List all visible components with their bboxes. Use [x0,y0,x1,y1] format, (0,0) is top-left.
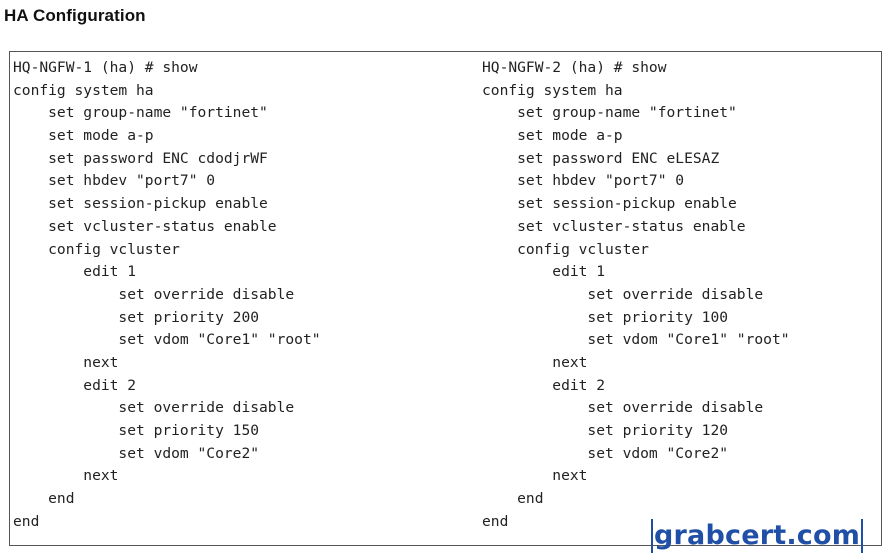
right-config-line: set override disable [482,285,764,303]
right-config-line: set group-name "fortinet" [482,104,737,122]
left-config-line: next [13,353,119,371]
left-config-line: next [13,467,119,485]
right-config-line: next [482,467,588,485]
left-config-line: set vdom "Core1" "root" [13,331,321,349]
right-config-line: HQ-NGFW-2 (ha) # show [482,59,667,76]
left-config-line: set priority 200 [13,308,260,326]
right-config-line: edit 2 [482,376,606,394]
left-config-line: set vcluster-status enable [13,217,277,235]
watermark-logo: grabcert.com [651,519,864,553]
left-config-line: set vdom "Core2" [13,444,260,462]
right-config-column: HQ-NGFW-2 (ha) # show config system ha se… [482,57,790,533]
right-config-line: set hbdev "port7" 0 [482,172,685,190]
right-config-line: set mode a-p [482,127,623,145]
config-box [9,51,882,546]
right-config-line: set vdom "Core2" [482,444,729,462]
left-config-line: config system ha [13,81,154,99]
left-config-line: set mode a-p [13,127,154,145]
left-config-line: set override disable [13,399,295,417]
left-config-line: set hbdev "port7" 0 [13,172,216,190]
left-config-line: end [13,512,40,530]
right-config-line: next [482,353,588,371]
right-config-line: edit 1 [482,263,606,281]
right-config-line: end [482,512,509,530]
left-config-line: edit 1 [13,263,137,281]
right-config-line: set priority 100 [482,308,729,326]
right-config-line: set session-pickup enable [482,195,737,213]
left-config-line: edit 2 [13,376,137,394]
right-config-line: config vcluster [482,240,649,258]
page-title: HA Configuration [4,6,146,25]
left-config-line: config vcluster [13,240,180,258]
right-config-line: set password ENC eLESAZ [482,149,720,167]
right-config-line: set override disable [482,399,764,417]
left-config-line: set group-name "fortinet" [13,104,268,122]
right-config-line: set vdom "Core1" "root" [482,331,790,349]
left-config-line: set priority 150 [13,422,260,439]
left-config-line: set password ENC cdodjrWF [13,149,268,167]
right-config-line: config system ha [482,81,623,99]
left-config-line: HQ-NGFW-1 (ha) # show [13,59,198,76]
left-config-column: HQ-NGFW-1 (ha) # show config system ha se… [13,57,321,533]
left-config-line: set session-pickup enable [13,195,268,213]
left-config-line: end [13,490,75,508]
right-config-line: end [482,490,544,508]
left-config-line: set override disable [13,285,295,303]
right-config-line: set vcluster-status enable [482,217,746,235]
right-config-line: set priority 120 [482,422,729,439]
